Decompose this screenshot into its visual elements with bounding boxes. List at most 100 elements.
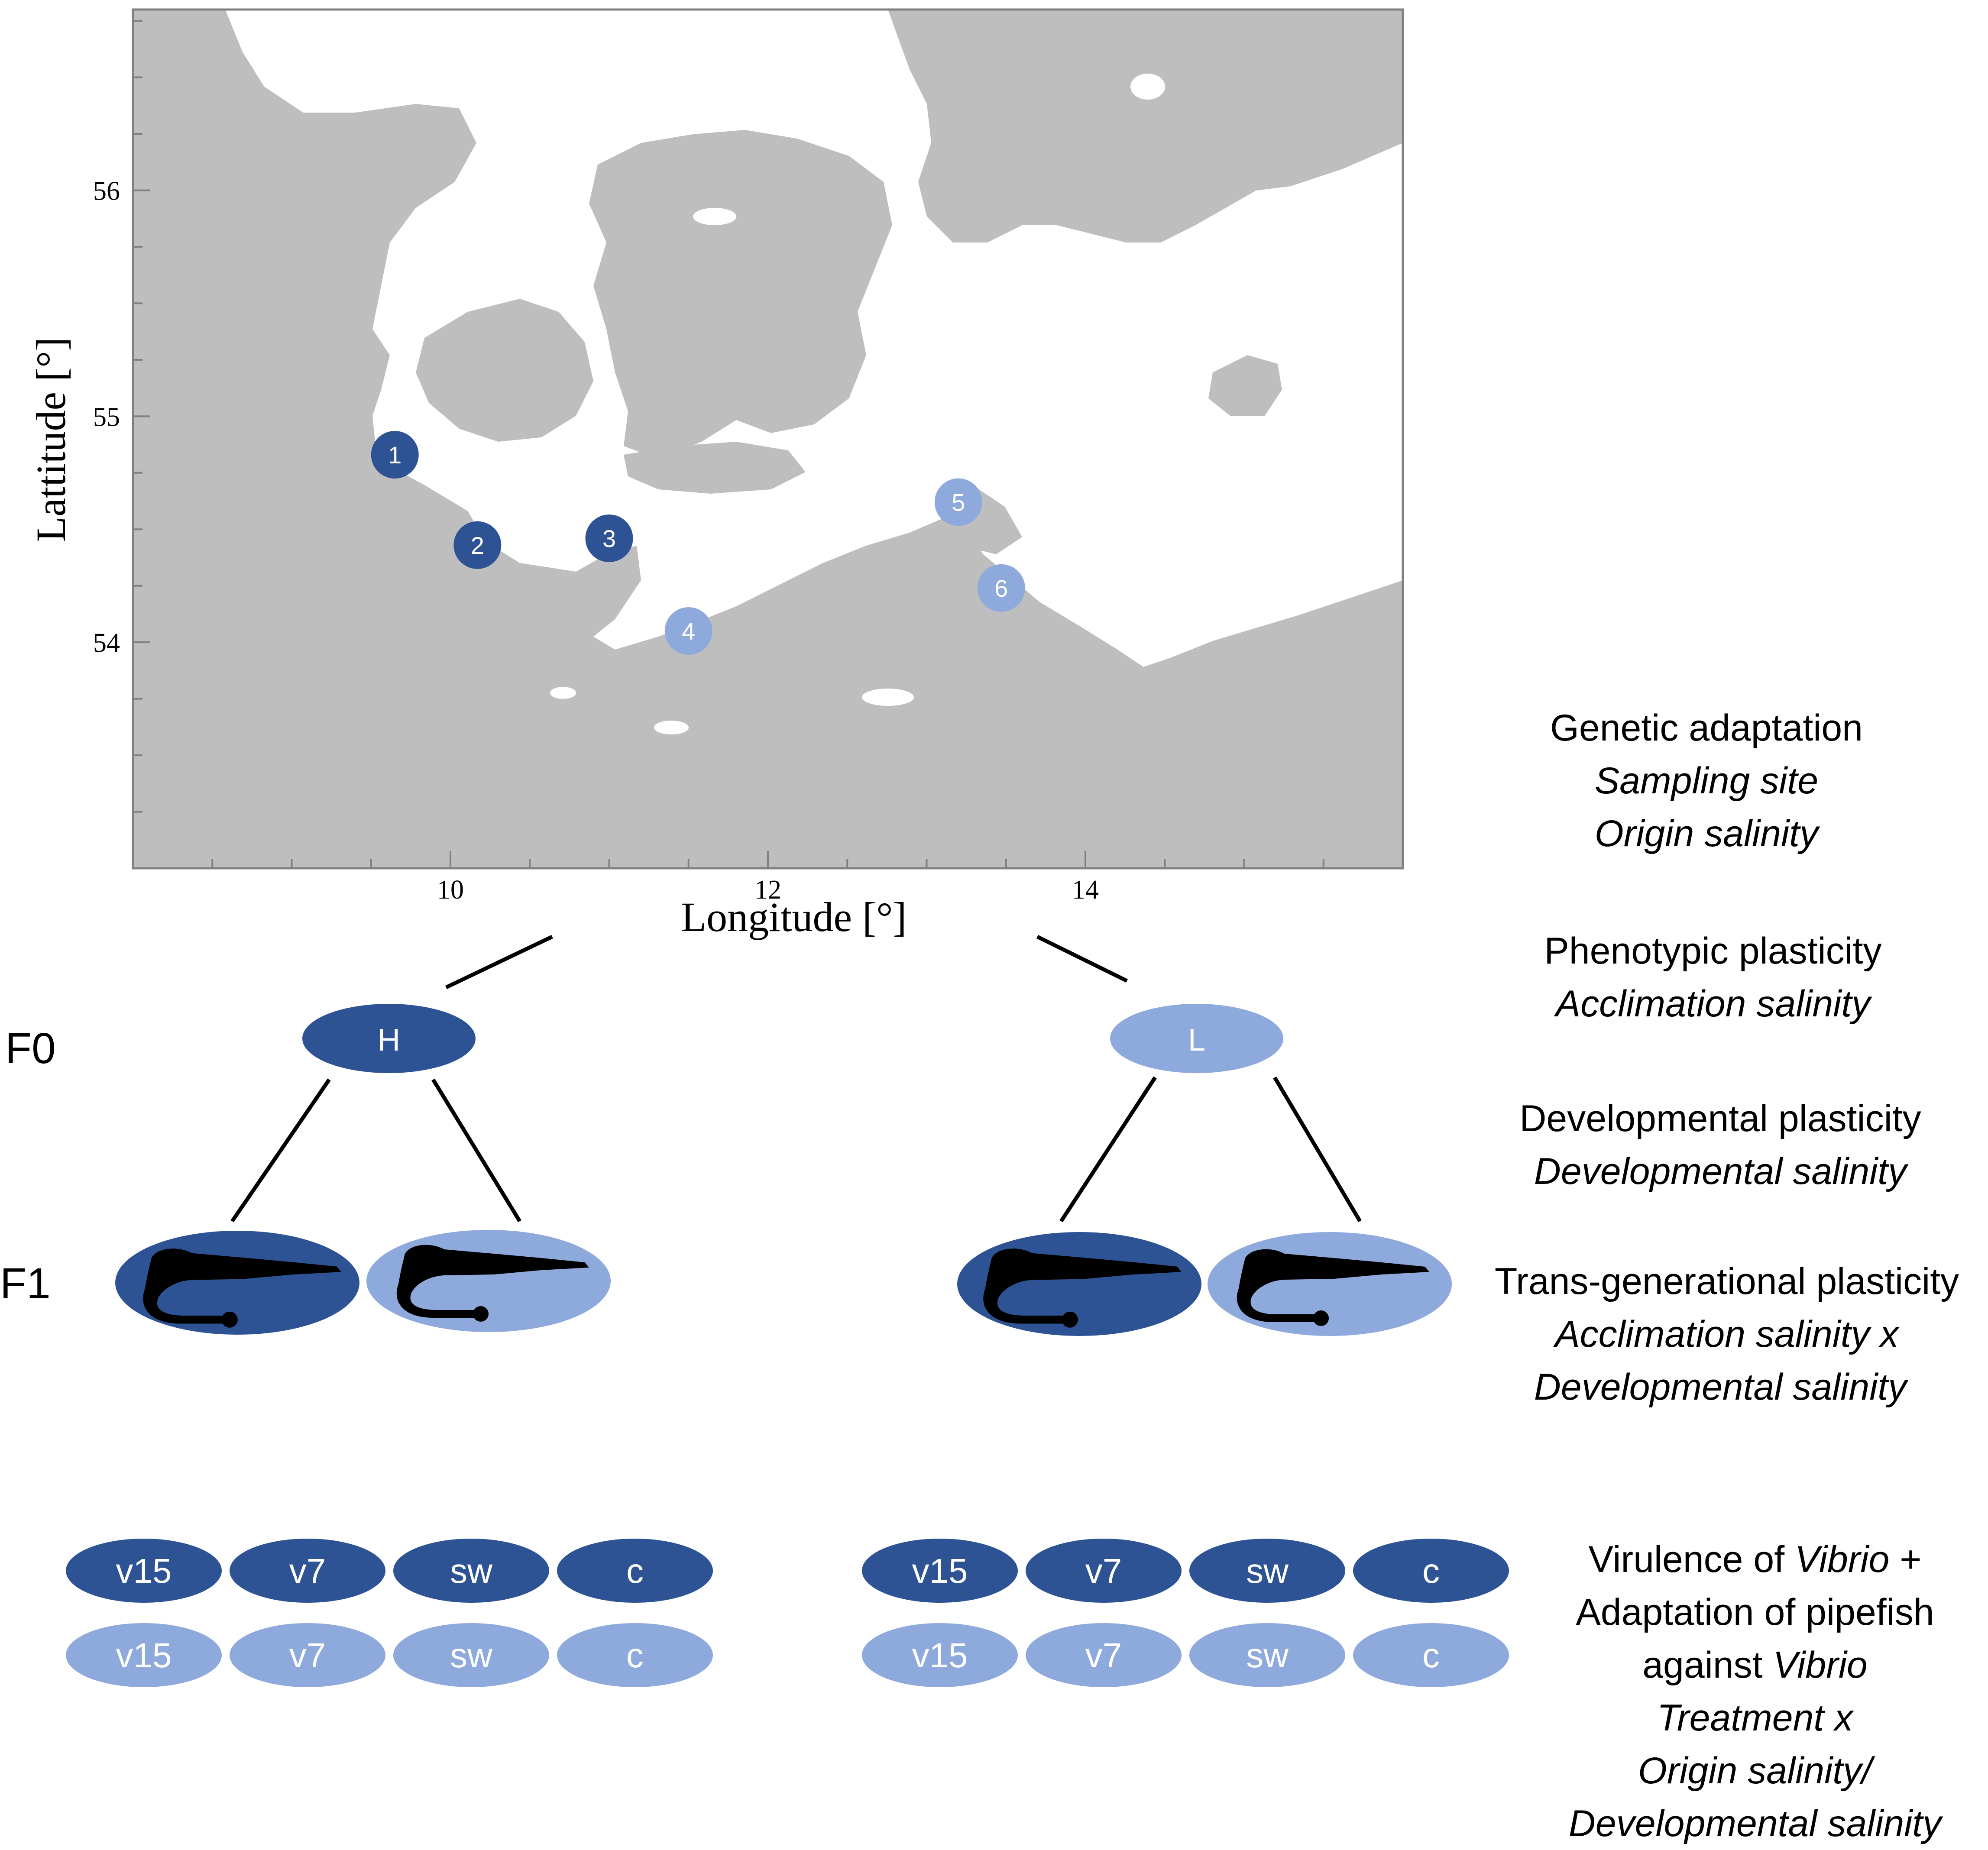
- f1-node-h-low: [366, 1230, 611, 1332]
- y-tick-label: 55: [93, 402, 120, 432]
- virulence-line1: Virulence of Vibrio +: [1589, 1539, 1922, 1580]
- virulence-line6: Developmental salinity: [1569, 1803, 1943, 1844]
- land-funen: [416, 299, 593, 442]
- map-area: [133, 10, 1403, 868]
- treatment-ellipse: [1026, 1539, 1182, 1603]
- treatment-l-dark-c: c: [1353, 1539, 1509, 1603]
- site-marker-circle: [371, 431, 419, 479]
- treatment-label: c: [626, 1636, 644, 1675]
- connector-map-to-l: [1036, 935, 1128, 983]
- treatment-ellipse: [230, 1539, 385, 1603]
- design-tree: [230, 935, 1362, 1223]
- treatment-label: sw: [450, 1636, 492, 1675]
- sampling-sites: 1 2 3 4 5 6: [371, 431, 1025, 655]
- site-marker-circle: [453, 521, 502, 569]
- treatment-label: v15: [116, 1636, 172, 1675]
- site-marker-3: 3: [585, 514, 633, 563]
- y-tick-label: 56: [93, 176, 120, 206]
- site-marker-6: 6: [977, 564, 1025, 612]
- y-axis-label: Lattitude [°]: [28, 337, 74, 542]
- treatment-h-light-sw: sw: [393, 1623, 549, 1687]
- developmental-title: Developmental plasticity: [1519, 1098, 1921, 1139]
- treatment-h-light-v7: v7: [230, 1623, 385, 1687]
- f0-node-low: L: [1110, 1004, 1283, 1073]
- land-zealand: [589, 130, 892, 459]
- treatment-label: v15: [912, 1636, 968, 1675]
- connector-h-to-f1a: [230, 1078, 331, 1223]
- land-lolland: [624, 442, 806, 494]
- treatment-label: v7: [1085, 1636, 1122, 1675]
- treatment-label: c: [1422, 1552, 1440, 1590]
- virulence-line3: against Vibrio: [1642, 1644, 1868, 1686]
- connector-h-to-f1b: [431, 1078, 521, 1223]
- treatment-ellipse: [393, 1539, 549, 1603]
- x-tick-label: 12: [754, 875, 781, 905]
- treatment-label: sw: [450, 1552, 492, 1590]
- lake-2: [654, 721, 689, 734]
- lake-4: [693, 208, 736, 225]
- phenotypic-line1: Acclimation salinity: [1554, 983, 1872, 1025]
- connector-map-to-h: [445, 935, 553, 990]
- descriptions: Genetic adaptation Sampling site Origin …: [1495, 707, 1959, 1844]
- virulence-line4: Treatment x: [1657, 1697, 1854, 1739]
- treatment-ellipse: [230, 1623, 385, 1687]
- treatment-label: sw: [1246, 1636, 1289, 1675]
- connector-l-to-f1b: [1273, 1076, 1362, 1223]
- f0-node-low-shape: [1110, 1004, 1283, 1073]
- site-marker-label: 1: [388, 441, 401, 469]
- treatment-label: c: [626, 1552, 644, 1590]
- site-marker-label: 2: [471, 532, 484, 559]
- site-marker-circle: [934, 478, 982, 526]
- f1-node-h-high: [115, 1231, 359, 1335]
- transgenerational-line2: Developmental salinity: [1534, 1366, 1909, 1408]
- site-marker-label: 4: [682, 618, 695, 645]
- connector-l-to-f1a: [1059, 1076, 1157, 1223]
- treatment-label: v15: [912, 1552, 968, 1590]
- genetic-title: Genetic adaptation: [1550, 707, 1863, 749]
- transgenerational-line1: Acclimation salinity x: [1553, 1313, 1900, 1355]
- y-axis-ticks: 56 55 54: [93, 20, 150, 813]
- x-tick-label: 14: [1072, 875, 1099, 905]
- f1-node-l-high: [957, 1232, 1201, 1336]
- site-marker-label: 3: [602, 525, 616, 552]
- f0-node-low-label: L: [1188, 1023, 1205, 1058]
- f0-node-high-shape: [302, 1004, 476, 1073]
- lake-3: [550, 687, 576, 699]
- treatment-ellipse: [1189, 1539, 1345, 1603]
- treatment-ellipse: [862, 1623, 1018, 1687]
- treatment-ellipse: [66, 1539, 222, 1603]
- treatment-label: v7: [289, 1636, 326, 1675]
- treatment-ellipse: [393, 1623, 549, 1687]
- treatment-ellipse: [1189, 1623, 1345, 1687]
- label-f1: F1: [0, 1259, 51, 1308]
- f0-node-high-label: H: [378, 1023, 400, 1058]
- y-tick-label: 54: [93, 628, 120, 658]
- treatment-h-dark-v7: v7: [230, 1539, 385, 1603]
- treatment-ellipse: [862, 1539, 1018, 1603]
- treatment-h-dark-sw: sw: [393, 1539, 549, 1603]
- treatment-l-light-v15: v15: [862, 1623, 1018, 1687]
- treatment-ellipse: [1353, 1623, 1509, 1687]
- genetic-line1: Sampling site: [1595, 760, 1818, 802]
- treatment-l-light-sw: sw: [1189, 1623, 1345, 1687]
- treatment-ellipse: [1026, 1623, 1182, 1687]
- treatment-label: v15: [116, 1552, 172, 1590]
- site-marker-1: 1: [371, 431, 419, 479]
- treatment-h-light-v15: v15: [66, 1623, 222, 1687]
- site-marker-circle: [664, 607, 712, 655]
- treatment-l-dark-v7: v7: [1026, 1539, 1182, 1603]
- land-bornholm: [1208, 355, 1282, 416]
- x-axis-label: Longitude [°]: [681, 894, 907, 940]
- treatment-label: c: [1422, 1636, 1440, 1675]
- virulence-line5: Origin salinity/: [1638, 1750, 1875, 1792]
- site-marker-2: 2: [453, 521, 502, 569]
- treatment-label: v7: [289, 1552, 326, 1590]
- land-jutland-germany: [133, 10, 1403, 868]
- site-marker-5: 5: [934, 478, 982, 526]
- treatment-ellipse: [1353, 1539, 1509, 1603]
- x-tick-label: 10: [437, 875, 464, 905]
- treatment-ellipse: [557, 1623, 713, 1687]
- x-axis-ticks: 10 12 14: [211, 851, 1324, 905]
